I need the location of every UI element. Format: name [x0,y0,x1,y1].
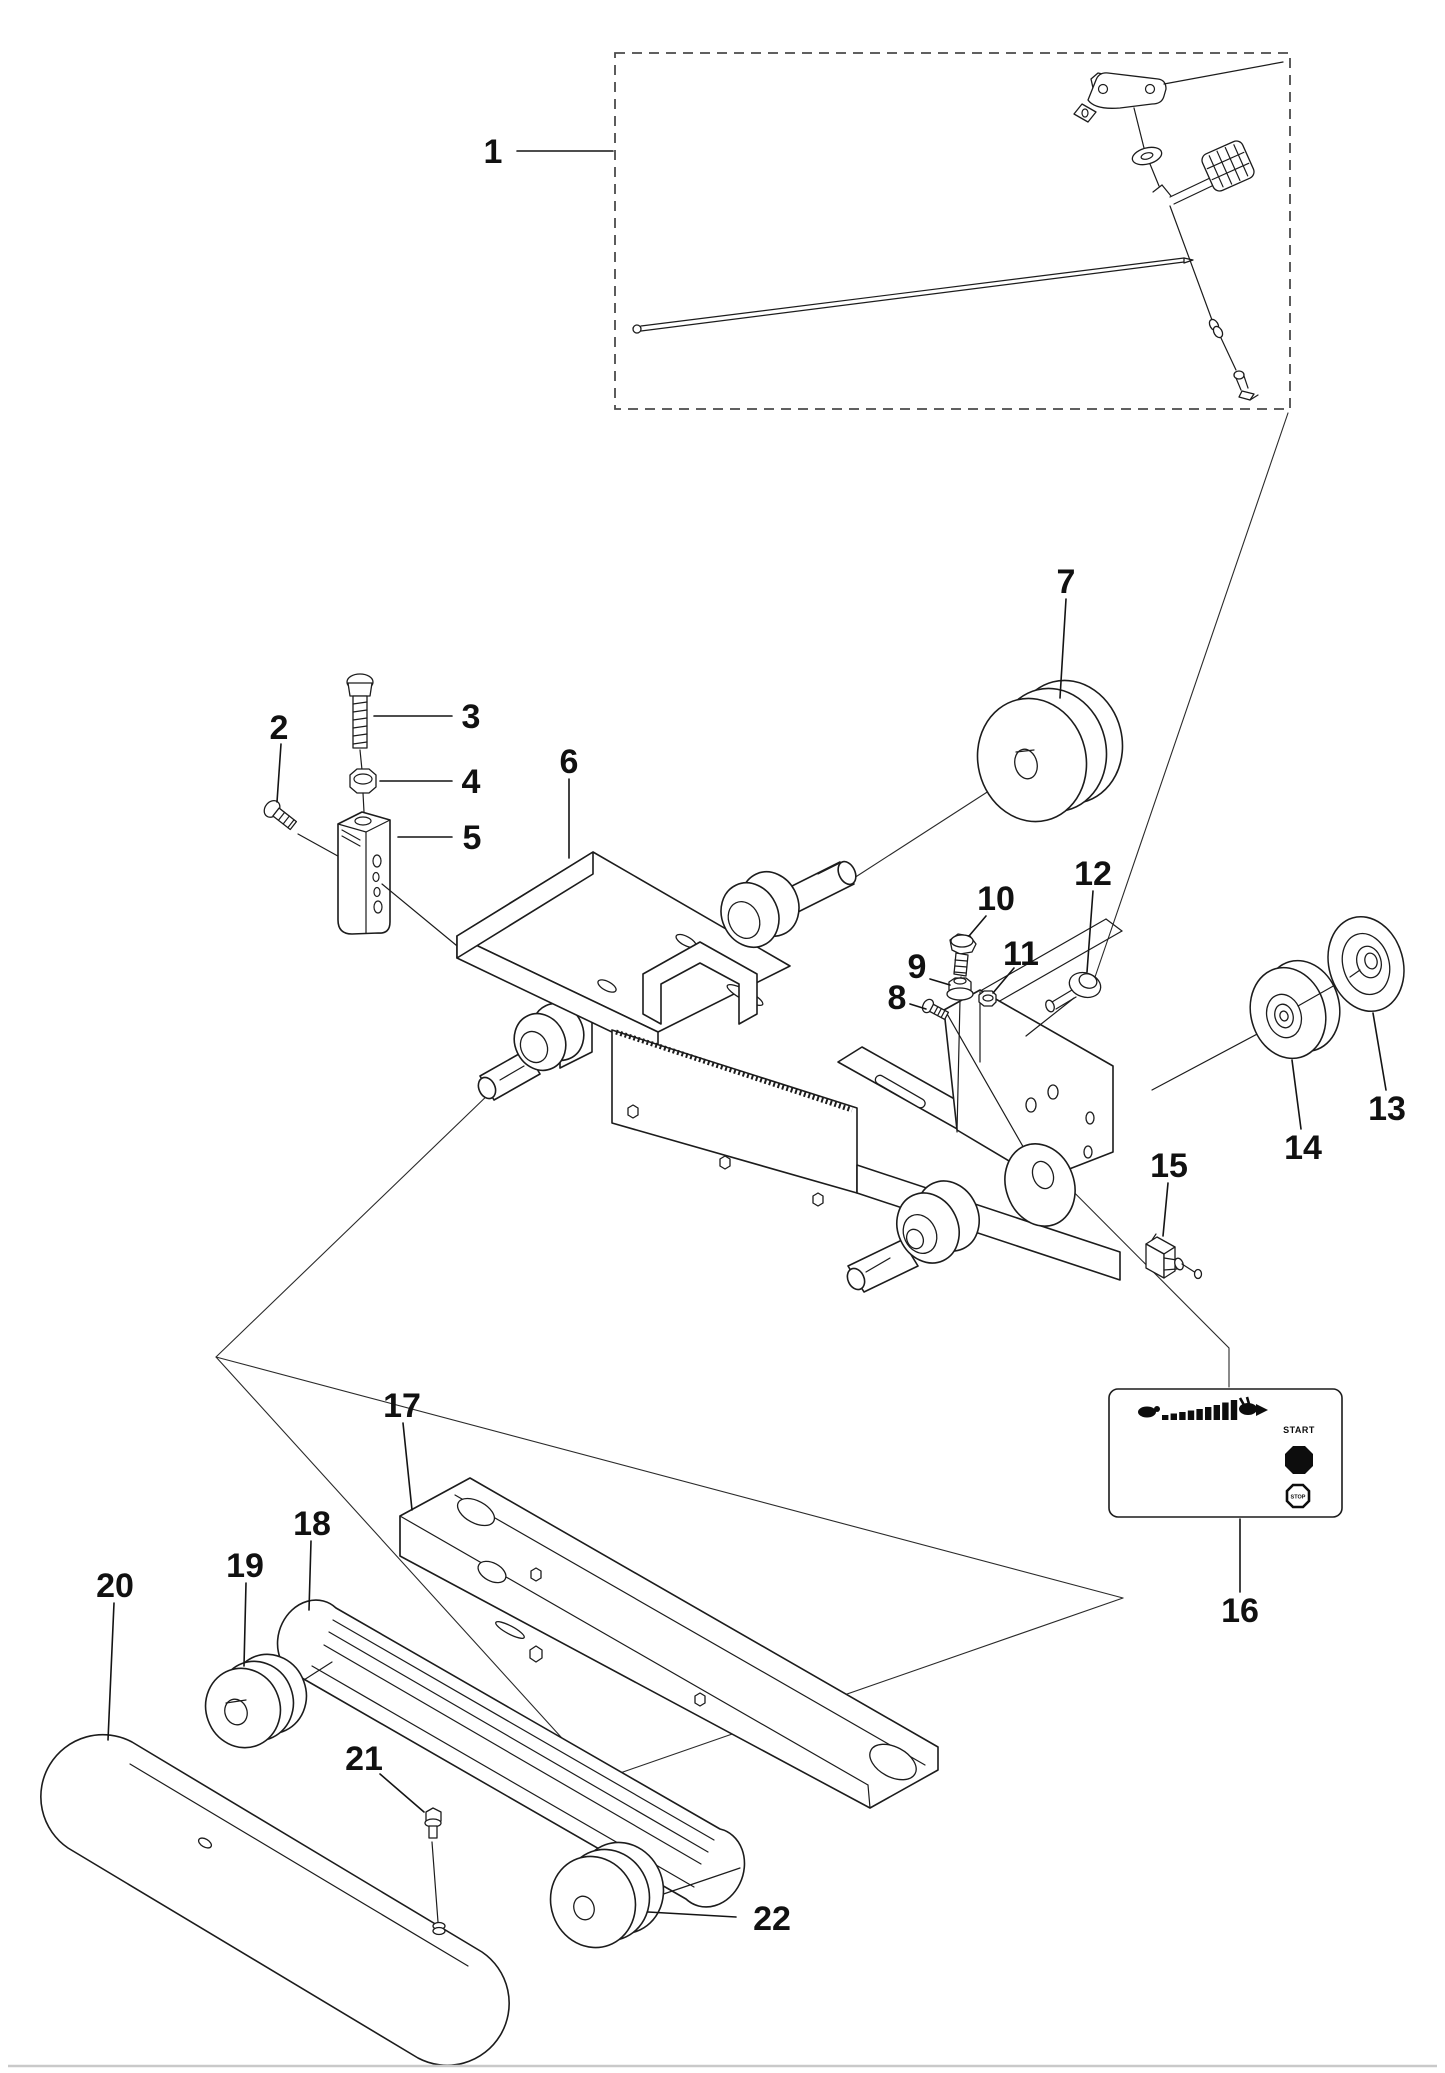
wheel-axis-line [1151,1023,1277,1091]
plate-slot [597,979,617,993]
frame-hole [456,1497,496,1527]
callout-17: 17 [383,1387,421,1425]
bracket-flange [981,918,1107,991]
stop-octagon-icon: STOP [1285,1483,1311,1509]
callout-labels: 1 2 3 4 5 6 7 8 9 10 11 12 13 14 15 16 1… [96,133,1406,1938]
callout-2: 2 [270,709,289,747]
callout-1: 1 [484,133,503,171]
rabbit-arrow-icon [1238,1396,1268,1416]
frame-hole [477,1560,507,1584]
screw-2-axis-line [297,833,346,861]
tension-rod-line [956,999,961,1133]
detail-box-connector-line [1093,412,1289,981]
callout-15: 15 [1150,1147,1188,1185]
rear-output-shaft [846,1143,1076,1293]
fastener-group-right [921,933,1102,1037]
leader-lines [107,150,1387,1918]
rod-tip [1183,257,1194,264]
bushing-axis-line [1025,997,1075,1037]
throttle-rod [632,257,1194,334]
callout-18: 18 [293,1505,331,1543]
cable-end-fitting [1233,370,1259,401]
frame-nut [530,1567,542,1582]
speed-decal [1138,1396,1268,1420]
gearbox-assembly [456,851,1123,1293]
idler-wheel-14 [1151,959,1341,1091]
callout-5: 5 [463,819,482,857]
start-button-icon [1285,1446,1313,1474]
ghost-outline [215,412,1289,1781]
input-shaft-roller [720,860,857,948]
callout-10: 10 [977,880,1015,918]
frame-hole [869,1743,917,1781]
block-axis-line [381,883,463,951]
frame-nut [529,1645,543,1663]
bracket-flange [997,930,1123,1003]
callout-19: 19 [226,1547,264,1585]
gearbox-top-plate [456,851,791,1055]
panel-connector-line [1019,1137,1230,1388]
track-cover-20 [40,1733,510,2067]
belt-pulley-7 [976,679,1124,823]
callout-16: 16 [1221,1592,1259,1630]
spacer-block-5 [337,811,391,935]
control-panel-decal: START STOP [1108,1388,1343,1518]
nut-11 [978,990,997,1007]
belt-pulley-22 [549,1841,665,1949]
callout-6: 6 [560,743,579,781]
callout-9: 9 [908,948,927,986]
belt-pulley-19 [204,1653,308,1749]
callout-14: 14 [1284,1129,1322,1167]
callout-21: 21 [345,1740,383,1778]
callout-20: 20 [96,1567,134,1605]
screw-21 [424,1807,446,1936]
flange-nut-9 [946,977,974,1001]
cable-lever-fork [1152,184,1172,197]
detail-box [614,52,1291,410]
rod-eyelet [632,324,642,334]
throttle-cable [1131,107,1259,401]
callout-13: 13 [1368,1090,1406,1128]
callout-8: 8 [888,979,907,1017]
callout-4: 4 [462,763,481,801]
callout-3: 3 [462,698,481,736]
cable-washer [1131,146,1163,166]
u-bracket [642,941,758,1025]
track-frame-17 [399,1477,939,1809]
adjuster-knob [1201,140,1255,192]
turtle-icon [1138,1406,1160,1418]
callout-12: 12 [1074,855,1112,893]
stop-label: STOP [1291,1495,1306,1501]
callout-7: 7 [1057,563,1076,601]
frame-nut [694,1692,706,1707]
bracket-link-line [1163,61,1284,85]
start-label: START [1283,1425,1315,1435]
washer-disc-13 [1297,915,1405,1013]
body-bolt [627,1104,824,1207]
callout-22: 22 [753,1900,791,1938]
frame-slot [495,1621,525,1639]
callout-11: 11 [1003,935,1039,973]
speed-bars-icon [1162,1400,1238,1420]
serrated-weld-edge [615,1029,853,1113]
toggle-switch-15 [1145,1233,1203,1280]
bushing-12 [1045,971,1102,1013]
fastener-group-left [263,673,463,951]
nut-4 [349,768,377,794]
bolt-3 [346,673,374,749]
screw-2 [263,799,298,831]
cover-hole [197,1837,213,1849]
side-bracket-plate [943,918,1123,1181]
front-output-shaft [477,983,593,1101]
bolt-10 [949,933,977,977]
pivot-bracket [1073,72,1167,123]
